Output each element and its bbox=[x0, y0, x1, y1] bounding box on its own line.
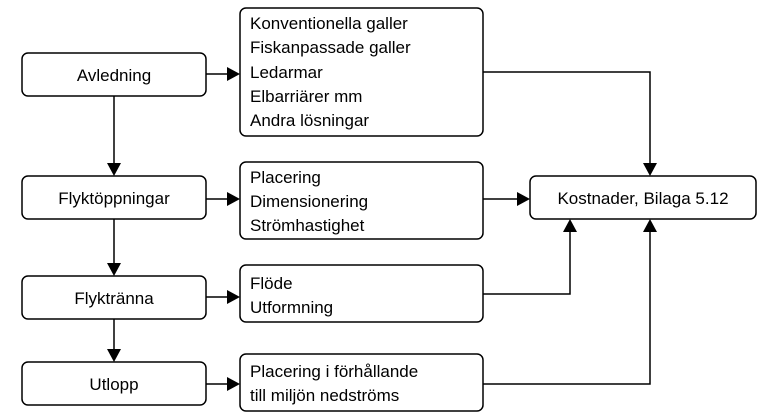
node-avledning-label: Avledning bbox=[77, 66, 151, 85]
connector-flyktoppningar-details bbox=[206, 192, 240, 206]
node-flyktoppningar: Flyktöppningar bbox=[21, 175, 207, 220]
detail-avledning-line: Ledarmar bbox=[250, 63, 323, 82]
node-kostnader-label: Kostnader, Bilaga 5.12 bbox=[557, 189, 728, 208]
detail-flyktoppningar-line: Placering bbox=[250, 168, 321, 187]
connector-avledning-details-kostnader bbox=[483, 71, 657, 176]
detail-avledning-line: Andra lösningar bbox=[250, 111, 369, 130]
connector-flyktoppningar-details-kostnader bbox=[483, 192, 530, 206]
detail-avledning: Konventionella galler Fiskanpassade gall… bbox=[239, 7, 484, 137]
detail-flyktranna-line: Utformning bbox=[250, 298, 333, 317]
connector-flyktranna-details bbox=[206, 290, 240, 304]
detail-avledning-line: Fiskanpassade galler bbox=[250, 38, 411, 57]
connector-avledning-flyktoppningar bbox=[107, 96, 121, 176]
detail-utlopp-line: till miljön nedströms bbox=[250, 386, 399, 405]
detail-utlopp-line: Placering i förhållande bbox=[250, 362, 418, 381]
connector-flyktoppningar-flyktranna bbox=[107, 219, 121, 276]
detail-flyktoppningar: Placering Dimensionering Strömhastighet bbox=[239, 161, 484, 240]
node-flyktranna-label: Flyktränna bbox=[74, 289, 154, 308]
connector-utlopp-details bbox=[206, 377, 240, 391]
detail-flyktoppningar-line: Strömhastighet bbox=[250, 216, 365, 235]
detail-flyktoppningar-line: Dimensionering bbox=[250, 192, 368, 211]
detail-avledning-line: Elbarriärer mm bbox=[250, 87, 362, 106]
detail-avledning-line: Konventionella galler bbox=[250, 14, 408, 33]
node-avledning: Avledning bbox=[21, 52, 207, 97]
detail-flyktranna-line: Flöde bbox=[250, 274, 293, 293]
node-flyktranna: Flyktränna bbox=[21, 275, 207, 320]
node-flyktoppningar-label: Flyktöppningar bbox=[58, 189, 170, 208]
node-utlopp: Utlopp bbox=[21, 361, 207, 406]
node-utlopp-label: Utlopp bbox=[89, 375, 138, 394]
connector-flyktranna-details-kostnader bbox=[483, 219, 577, 295]
connector-flyktranna-utlopp bbox=[107, 319, 121, 362]
connector-avledning-details bbox=[206, 67, 240, 81]
connector-utlopp-details-kostnader bbox=[483, 219, 657, 385]
detail-utlopp: Placering i förhållande till miljön neds… bbox=[239, 353, 484, 412]
detail-flyktranna: Flöde Utformning bbox=[239, 264, 484, 323]
node-kostnader: Kostnader, Bilaga 5.12 bbox=[529, 175, 757, 220]
